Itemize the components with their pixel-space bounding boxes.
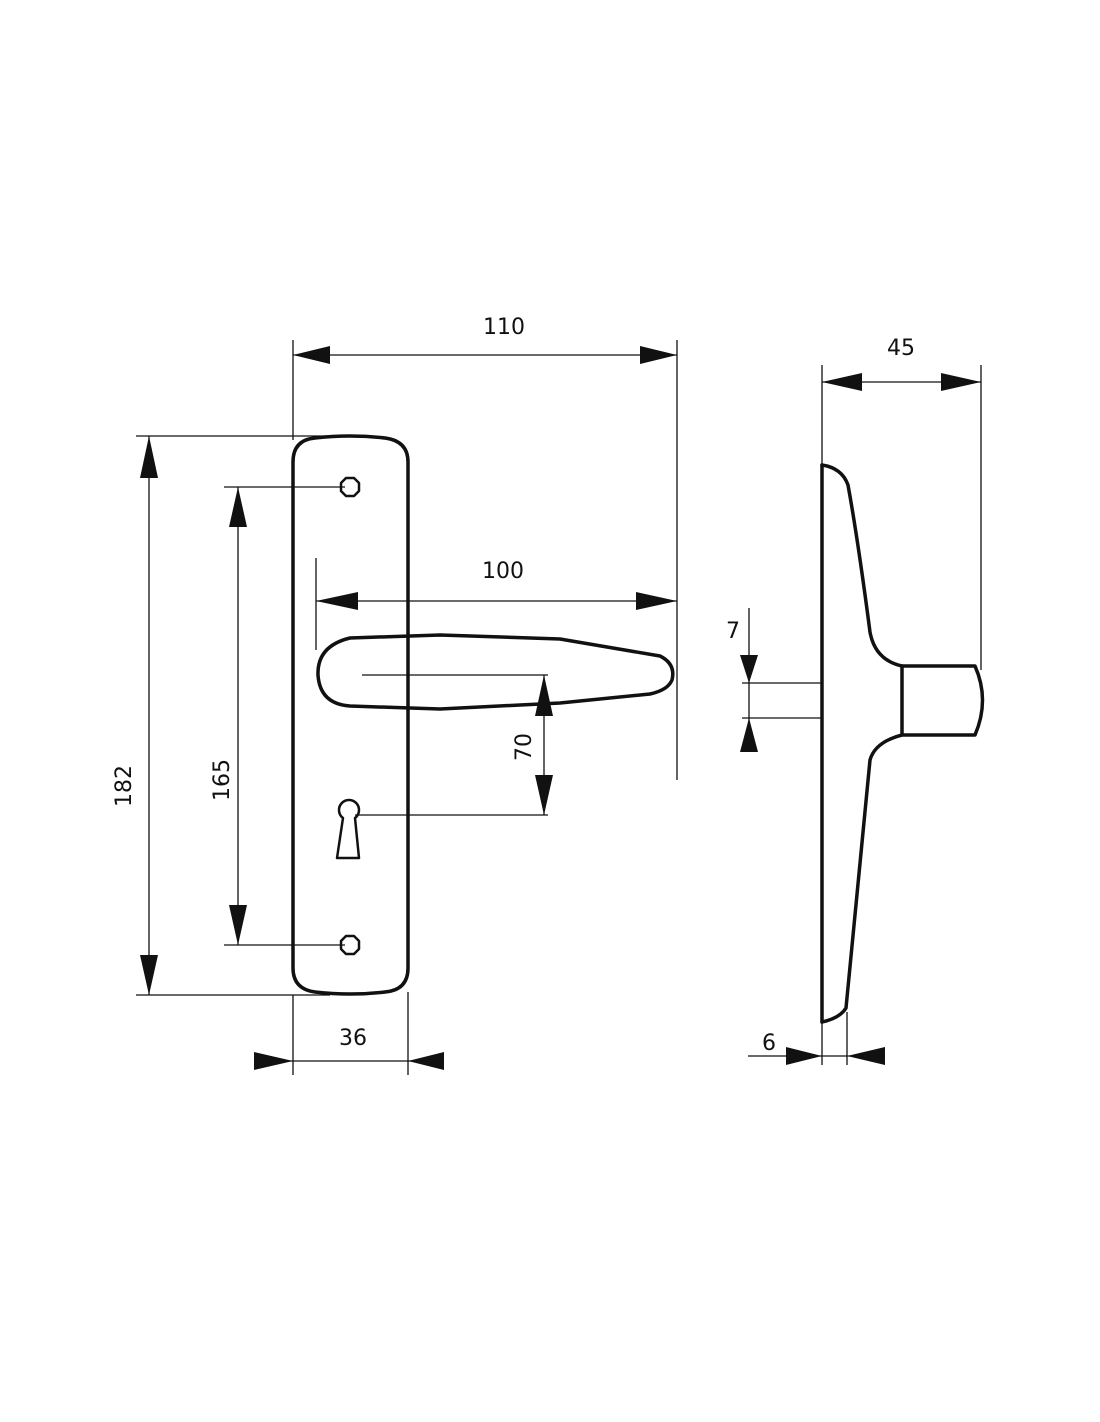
- extension-lines: [136, 340, 982, 1075]
- dimension-label-36: 36: [339, 1026, 367, 1051]
- dimension-label-7: 7: [726, 619, 740, 644]
- side-plate-body: [820, 463, 904, 1024]
- lever-handle: [316, 633, 675, 711]
- dimension-label-110: 110: [483, 315, 525, 340]
- keyhole: [335, 798, 361, 860]
- backplate-outline: [291, 434, 410, 996]
- dimension-handle-length: 100: [316, 559, 677, 610]
- dimension-plate-width: 36: [254, 1026, 444, 1070]
- side-view: [820, 463, 985, 1024]
- top-screw-hole: [339, 476, 361, 498]
- front-view: [291, 434, 675, 996]
- dimension-screw-spacing: 165: [210, 487, 247, 945]
- dimension-label-100: 100: [482, 559, 524, 584]
- dimension-spindle: 7: [726, 608, 758, 752]
- side-rose: [900, 664, 985, 737]
- dimension-plate-thickness: 6: [748, 1031, 885, 1065]
- dimension-overall-width: 110: [293, 315, 677, 364]
- dimension-side-depth: 45: [822, 336, 981, 391]
- dimension-handle-to-keyhole: 70: [512, 675, 553, 815]
- dimension-label-6: 6: [762, 1031, 776, 1056]
- dimension-label-182: 182: [112, 765, 137, 807]
- dimension-plate-height: 182: [112, 436, 158, 995]
- dimension-label-165: 165: [210, 759, 235, 801]
- dimension-label-70: 70: [512, 733, 537, 761]
- bottom-screw-hole: [339, 934, 361, 956]
- dimension-label-45: 45: [887, 336, 915, 361]
